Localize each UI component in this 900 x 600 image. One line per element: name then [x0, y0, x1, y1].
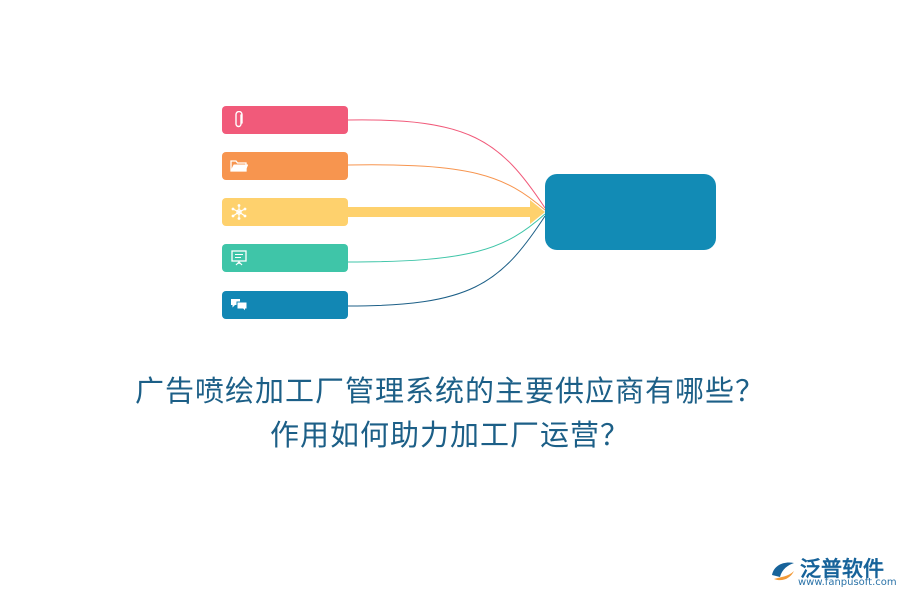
diagram-item-1: [222, 106, 348, 134]
connector-2: [347, 164, 546, 211]
chat-icon: [229, 295, 249, 315]
diagram-item-2: [222, 152, 348, 180]
brand-url: www.fanpusoft.com: [798, 577, 897, 588]
diagram-item-5: [222, 291, 348, 319]
brand-name: 泛普软件: [800, 557, 884, 581]
page-title-line-1: 广告喷绘加工厂管理系统的主要供应商有哪些？: [134, 374, 765, 408]
brand-watermark: 泛普软件 www.fanpusoft.com: [762, 551, 897, 588]
folder-icon: [229, 156, 249, 176]
network-icon: [229, 202, 249, 222]
page-title-line-2: 作用如何助力加工厂运营？: [269, 418, 630, 452]
connector-5: [347, 215, 546, 307]
diagram-hub: [545, 174, 716, 250]
connector-3-arrow-head: [530, 200, 545, 224]
connector-1: [347, 119, 546, 209]
connector-3-arrow-shaft: [348, 207, 530, 217]
diagram-item-4: [222, 244, 348, 272]
presentation-icon: [229, 248, 249, 268]
connector-4: [347, 213, 546, 263]
paperclip-icon: [229, 110, 249, 130]
diagram-item-3: [222, 198, 348, 226]
brand-logo-icon: [772, 562, 794, 581]
